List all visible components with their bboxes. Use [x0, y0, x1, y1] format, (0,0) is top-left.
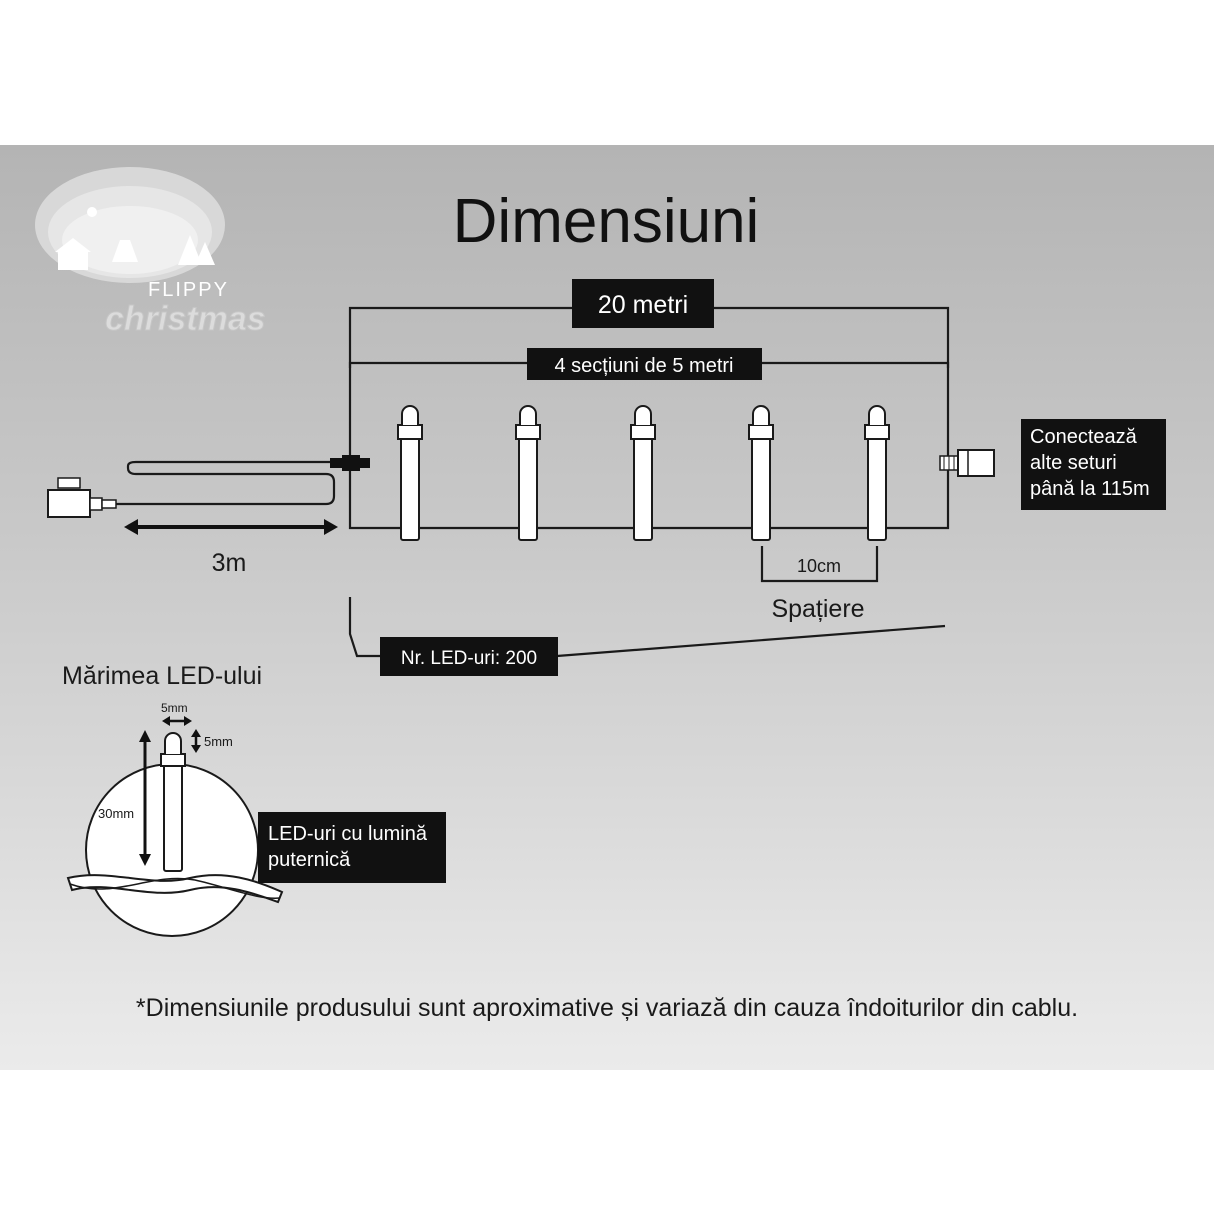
logo-tree-icon [178, 235, 202, 265]
led-head-label: 5mm [204, 734, 233, 749]
string-led [864, 405, 890, 541]
string-led [515, 405, 541, 541]
spacing-label: Spațiere [771, 595, 864, 623]
bright-line1: LED-uri cu lumină [268, 823, 428, 845]
led-width-label: 5mm [161, 701, 188, 715]
string-led [748, 405, 774, 541]
string-led [397, 405, 423, 541]
spacing-bracket [760, 546, 879, 583]
led-string [397, 405, 890, 541]
lead-length-arrow [124, 519, 338, 535]
logo-house-icon [58, 250, 88, 270]
logo-line2: christmas [105, 300, 266, 338]
power-adapter-icon [47, 477, 117, 518]
logo-line1: FLIPPY [148, 279, 229, 301]
connect-more-box [1021, 419, 1166, 510]
connect-line1: Conectează [1030, 426, 1138, 448]
bright-led-box [258, 812, 446, 883]
lead-length-label: 3m [212, 549, 247, 577]
logo-deer-icon [112, 240, 138, 262]
string-led [630, 405, 656, 541]
page-title: Dimensiuni [453, 187, 760, 256]
flippy-christmas-logo: FLIPPY christmas [35, 167, 266, 339]
connect-line2: alte seturi [1030, 452, 1117, 474]
led-count-right-leader [556, 624, 946, 658]
led-size-title: Mărimea LED-ului [62, 662, 262, 690]
large-led-icon [160, 732, 186, 872]
footnote: *Dimensiunile produsului sunt aproximati… [136, 994, 1078, 1022]
led-count-left-leader [348, 597, 380, 658]
led-head-arrow [191, 729, 201, 753]
twisted-cable-icon [66, 874, 284, 904]
led-count-box [380, 637, 558, 676]
logo-moon-icon [87, 207, 97, 217]
led-height-label: 30mm [98, 806, 134, 821]
string-plug-icon [330, 455, 370, 471]
led-count-label: Nr. LED-uri: 200 [401, 648, 537, 669]
led-width-arrow [162, 716, 192, 726]
led-height-arrow [139, 730, 151, 866]
sections-box [527, 348, 762, 380]
sections-label: 4 secțiuni de 5 metri [555, 355, 734, 377]
total-length-box [572, 279, 714, 328]
logo-tree-icon [195, 242, 215, 265]
connect-line3: până la 115m [1030, 478, 1150, 500]
bright-line2: puternică [268, 849, 351, 871]
end-connector-icon [939, 449, 995, 477]
total-length-label: 20 metri [598, 291, 688, 319]
logo-house-roof-icon [55, 238, 91, 252]
lead-cable [116, 460, 336, 506]
string-frame [348, 361, 950, 530]
spacing-value: 10cm [797, 556, 841, 576]
